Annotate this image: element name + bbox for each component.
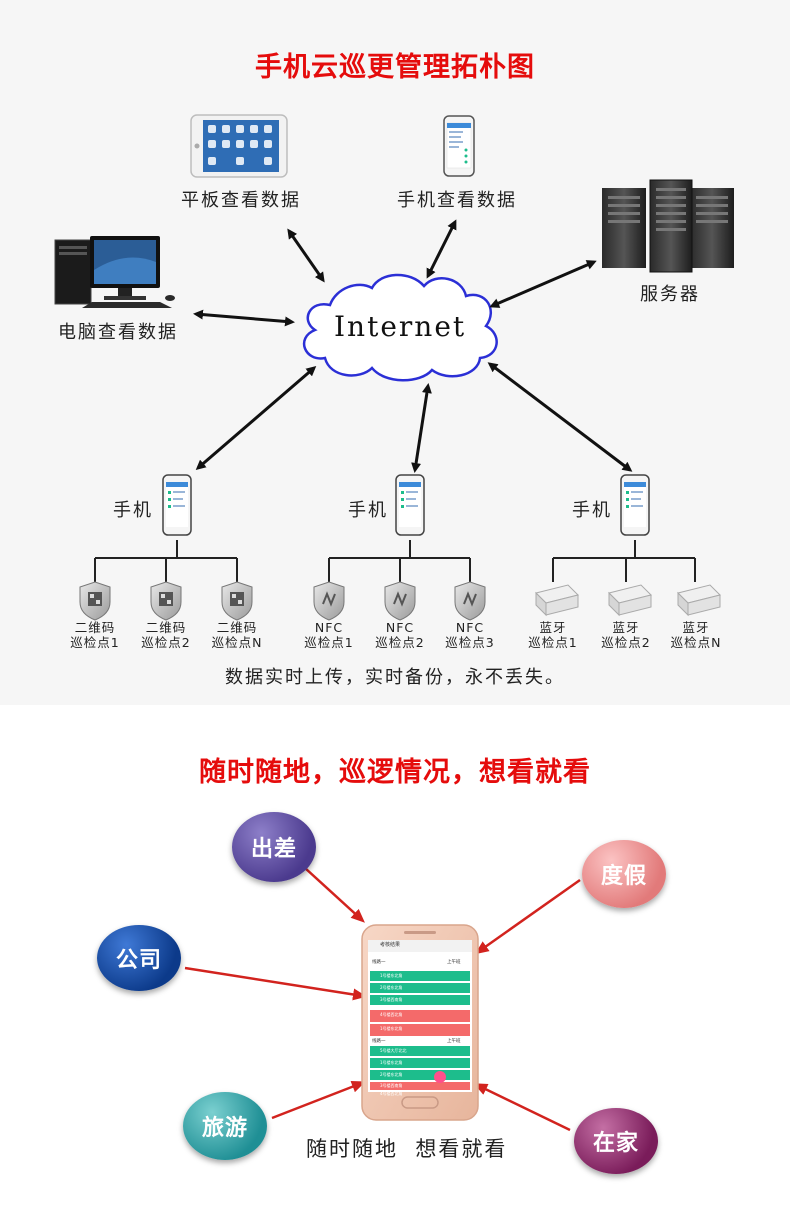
checkpoint-label: 二维码巡检点1: [70, 620, 120, 650]
server-icon: [602, 179, 734, 273]
phone-viewer-label: 手机查看数据: [397, 190, 517, 211]
arrow-phone-middle: [411, 383, 432, 473]
arrow-server: [489, 260, 597, 308]
computer-icon: [54, 236, 175, 308]
viewer-phone-icon: [443, 115, 475, 177]
internet-cloud: [303, 273, 498, 382]
checkpoint-label: 蓝牙巡检点N: [670, 620, 722, 650]
bubble-business-trip: 出差: [232, 812, 316, 882]
arrow-business-trip: [304, 867, 365, 923]
checkpoint-label: 蓝牙巡检点2: [601, 620, 651, 650]
app-row-label: 1号楼东北角: [380, 1026, 403, 1031]
field-phone-left: [162, 474, 192, 536]
realtime-note: 数据实时上传，实时备份，永不丢失。: [225, 667, 565, 688]
arrow-company: [184, 966, 367, 1001]
app-row-label: 1号楼东北角: [380, 973, 403, 978]
field-phone-left-label: 手机: [113, 500, 153, 521]
app-row-label: 1号楼东北角: [380, 1060, 403, 1065]
arrow-phone-right: [487, 362, 633, 472]
field-phone-middle: [395, 474, 425, 536]
qr-checkpoint-icons: [79, 581, 253, 621]
arrow-vacation: [474, 878, 581, 955]
bubble-travel: 旅游: [183, 1092, 267, 1160]
bubble-vacation: 度假: [582, 840, 666, 908]
arrow-tablet: [287, 228, 325, 283]
arrow-phone-left: [195, 366, 317, 470]
cloud-label: Internet: [334, 310, 467, 343]
checkpoint-tree-lines: [94, 540, 696, 582]
app-row-label: 4号楼西北角: [380, 1091, 403, 1096]
app-rows: [370, 971, 470, 1090]
arrow-home: [473, 1083, 571, 1132]
app-group2-tag: 上午班: [447, 1039, 461, 1044]
checkpoint-label: 蓝牙巡检点1: [528, 620, 578, 650]
app-header-title: 考核结果: [380, 942, 401, 948]
app-row-label: 5号楼大厅北北: [380, 1048, 407, 1053]
field-phone-right-label: 手机: [572, 500, 612, 521]
pc-label: 电脑查看数据: [58, 322, 178, 343]
arrow-travel: [271, 1081, 366, 1120]
field-phone-middle-label: 手机: [348, 500, 388, 521]
arrow-phone-viewer: [426, 219, 457, 279]
checkpoint-label: 二维码巡检点2: [141, 620, 191, 650]
app-row-label: 3号楼西南角: [380, 997, 403, 1002]
bubble-company: 公司: [97, 925, 181, 991]
server-label: 服务器: [640, 284, 700, 305]
topology-title: 手机云巡更管理拓朴图: [255, 52, 535, 83]
field-phone-right: [620, 474, 650, 536]
app-group1-tag: 上午班: [447, 960, 461, 965]
tablet-label: 平板查看数据: [181, 190, 301, 211]
app-row-label: 2号楼东北角: [380, 1072, 403, 1077]
app-group2-title: 线路一: [372, 1039, 386, 1044]
arrow-pc: [193, 309, 295, 327]
bubble-home: 在家: [574, 1108, 658, 1174]
network-arrows: [193, 219, 633, 473]
nfc-checkpoint-icons: [313, 581, 486, 621]
app-row-label: 3号楼西南角: [380, 1083, 403, 1088]
anywhere-caption: 随时随地 想看就看: [306, 1137, 508, 1161]
tablet-icon: [190, 114, 288, 178]
app-row-label: 4号楼西北角: [380, 1012, 403, 1017]
bluetooth-checkpoint-icons: [535, 584, 721, 617]
anywhere-title: 随时随地，巡逻情况，想看就看: [199, 757, 591, 788]
app-group1-title: 线路一: [372, 960, 386, 965]
checkpoint-label: 二维码巡检点N: [211, 620, 263, 650]
app-row-label: 2号楼东北角: [380, 985, 403, 990]
anywhere-arrows: [184, 867, 581, 1132]
